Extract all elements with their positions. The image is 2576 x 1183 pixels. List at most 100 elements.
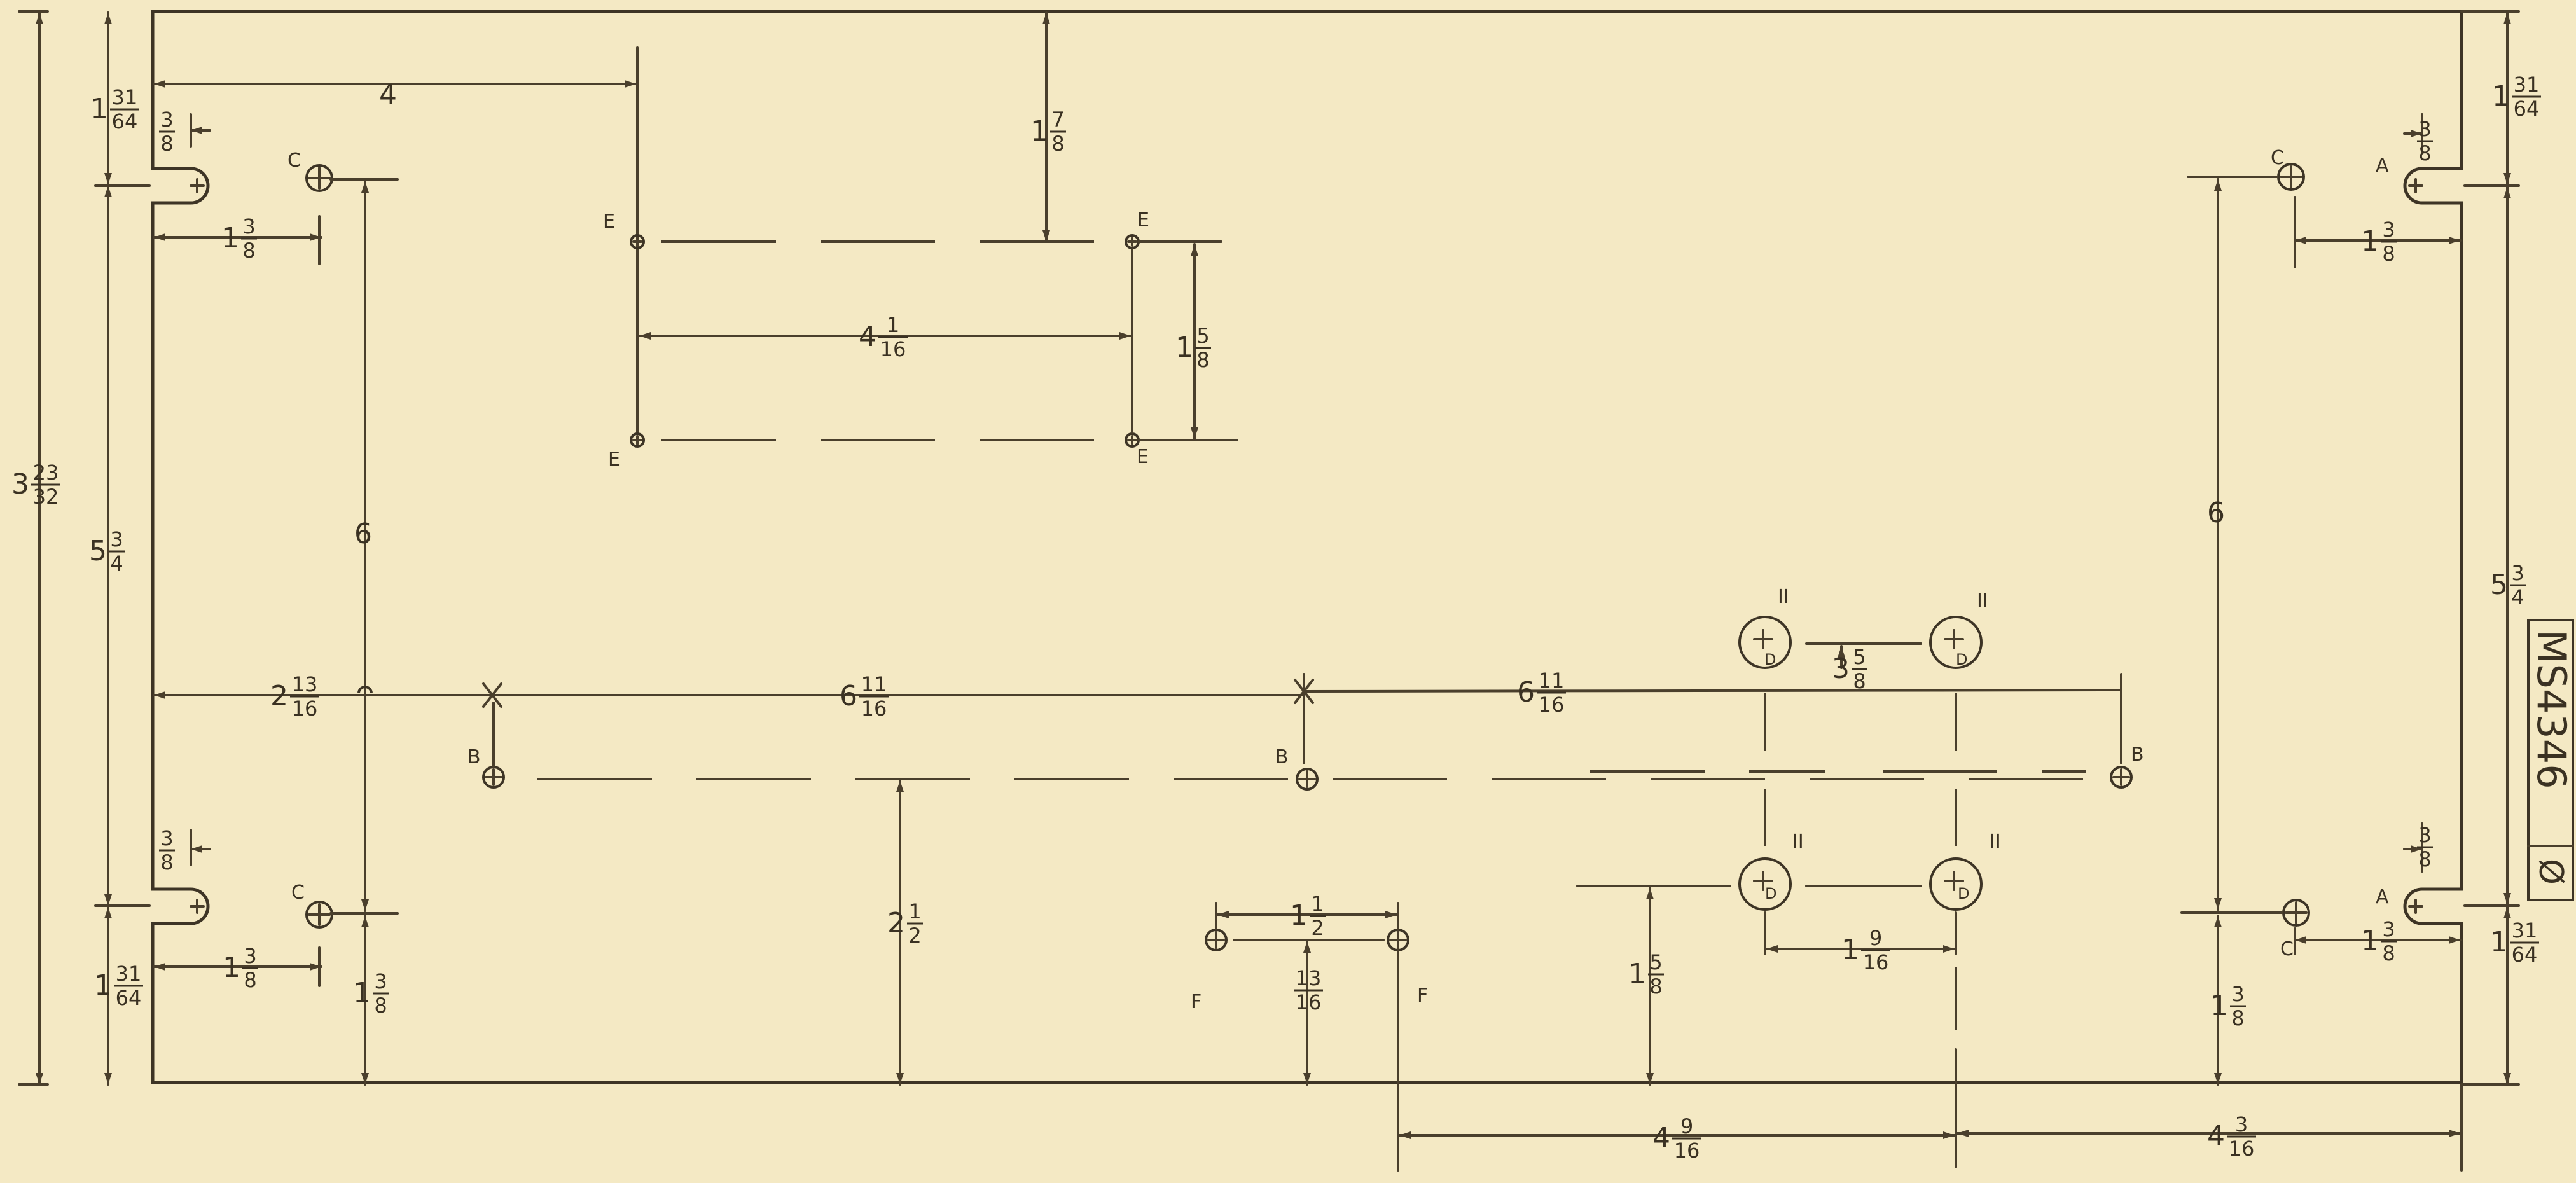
label-f-1: F xyxy=(1191,991,1201,1013)
hole-labels: C C C C A A E E E E B B B F F II II II I… xyxy=(287,147,2389,1013)
dim-bottom-right-run-whole: 4 xyxy=(2207,1120,2225,1152)
dim-to-first-b-numerator: 13 xyxy=(292,672,318,696)
arrowhead xyxy=(1385,911,1397,918)
dim-top-to-e-whole: 1 xyxy=(1030,115,1048,148)
dim-right-slot-span-whole: 5 xyxy=(2490,569,2508,601)
dim-right-bottom-edge-whole: 1 xyxy=(2490,926,2508,958)
dim-left-slot-width-bottom-numerator: 3 xyxy=(160,826,173,850)
label-d-1: D xyxy=(1764,651,1776,668)
arrowhead xyxy=(36,1073,43,1084)
label-c-top-left: C xyxy=(287,149,301,172)
arrowhead xyxy=(2449,936,2460,944)
arrowhead xyxy=(104,894,112,906)
revision-mark: Ø xyxy=(2531,859,2570,885)
arrowhead xyxy=(1191,244,1198,256)
dim-right-bottom-edge-denominator: 64 xyxy=(2512,943,2538,967)
dim-b-spacing-1-numerator: 11 xyxy=(861,672,887,696)
dim-left-slot-width-bottom-denominator: 8 xyxy=(160,850,173,875)
arrowhead xyxy=(104,1073,112,1084)
dim-d-vertical-whole: 3 xyxy=(1832,653,1850,685)
arrowhead xyxy=(154,233,165,241)
arrowhead xyxy=(310,233,321,241)
dim-to-first-b-denominator: 16 xyxy=(292,696,318,721)
arrowhead xyxy=(104,907,112,918)
label-c-bottom-right: C xyxy=(2280,938,2294,960)
dim-to-first-b-whole: 2 xyxy=(270,680,288,712)
dim-right-slot-width-top: 38 xyxy=(2417,117,2433,165)
arrowhead xyxy=(1943,1131,1955,1139)
dim-left-bottom-edge-whole: 1 xyxy=(94,969,112,1002)
dim-left-c-offset-top-numerator: 3 xyxy=(242,214,255,239)
arrowhead xyxy=(1119,332,1131,340)
arrowhead xyxy=(1646,1073,1654,1084)
dim-f-to-bottom-numerator: 13 xyxy=(1296,966,1322,990)
drawing-number: MS4346 xyxy=(2528,630,2575,789)
arrowhead xyxy=(1042,230,1050,242)
dim-right-c-span: 6 xyxy=(2207,497,2225,529)
arrowhead xyxy=(361,181,369,193)
dim-overall-height-numerator: 23 xyxy=(33,460,59,485)
hole-d-1 xyxy=(1738,616,1792,669)
dim-top-to-e-numerator: 7 xyxy=(1051,107,1064,132)
dim-right-c-offset-bottom-numerator: 3 xyxy=(2382,917,2395,941)
dim-right-slot-width-top-numerator: 3 xyxy=(2418,117,2431,141)
arrowhead xyxy=(104,13,112,24)
dim-bottom-left-run-numerator: 9 xyxy=(1680,1114,1693,1138)
title-block: MS4346 Ø xyxy=(2527,619,2575,901)
arrowhead xyxy=(36,13,43,24)
label-ii-1: II xyxy=(1778,586,1789,608)
dim-left-slot-span-numerator: 3 xyxy=(110,527,123,551)
dim-right-bottom-edge-numerator: 31 xyxy=(2512,918,2538,943)
dim-left-top-edge-numerator: 31 xyxy=(112,85,138,109)
arrowhead xyxy=(2503,13,2511,24)
label-a-bottom: A xyxy=(2376,886,2389,908)
dim-b-to-bottom-whole: 2 xyxy=(887,907,905,939)
drawing-geometry xyxy=(18,10,2520,1172)
arrowhead xyxy=(104,186,112,197)
dim-d-to-bottom-numerator: 5 xyxy=(1649,950,1662,974)
label-e-3: E xyxy=(608,448,620,471)
dim-left-c-bottom-whole: 1 xyxy=(353,977,371,1009)
dim-e-horizontal-whole: 4 xyxy=(859,321,876,353)
arrowhead xyxy=(1766,945,1778,953)
dim-right-c-offset-top-whole: 1 xyxy=(2361,225,2379,258)
dim-to-e-holes-whole: 4 xyxy=(379,79,397,111)
dim-left-c-span: 6 xyxy=(354,518,372,550)
dim-right-c-offset-bottom-whole: 1 xyxy=(2361,925,2379,957)
hole-d-3 xyxy=(1738,857,1792,911)
label-b-3: B xyxy=(2131,744,2144,766)
arrowhead xyxy=(1957,1130,1969,1137)
dim-bottom-right-run-denominator: 16 xyxy=(2229,1137,2255,1161)
arrowhead xyxy=(2449,1130,2460,1137)
dim-d-to-bottom-denominator: 8 xyxy=(1649,974,1662,999)
dim-left-slot-width-bottom: 38 xyxy=(159,826,175,875)
dim-d-horizontal-numerator: 9 xyxy=(1869,926,1882,950)
dim-b-spacing-2-numerator: 11 xyxy=(1539,668,1565,693)
dim-left-c-offset-bottom-numerator: 3 xyxy=(244,944,256,968)
label-b-1: B xyxy=(467,746,481,768)
hole-b-3 xyxy=(2110,766,2133,789)
dim-left-slot-width-top-denominator: 8 xyxy=(160,132,173,156)
dim-left-slot-width-top-numerator: 3 xyxy=(160,107,173,132)
dim-overall-height-denominator: 32 xyxy=(33,485,59,509)
dim-right-c-bottom-whole: 1 xyxy=(2210,990,2228,1022)
dim-left-top-edge-denominator: 64 xyxy=(112,109,138,134)
dim-b-spacing-1-whole: 6 xyxy=(840,680,857,712)
dim-bottom-right-run-numerator: 3 xyxy=(2235,1112,2248,1137)
arrowhead xyxy=(154,963,165,971)
arrowhead xyxy=(310,963,321,971)
dim-right-c-bottom-numerator: 3 xyxy=(2231,982,2244,1006)
dim-left-c-offset-bottom-denominator: 8 xyxy=(244,968,256,992)
